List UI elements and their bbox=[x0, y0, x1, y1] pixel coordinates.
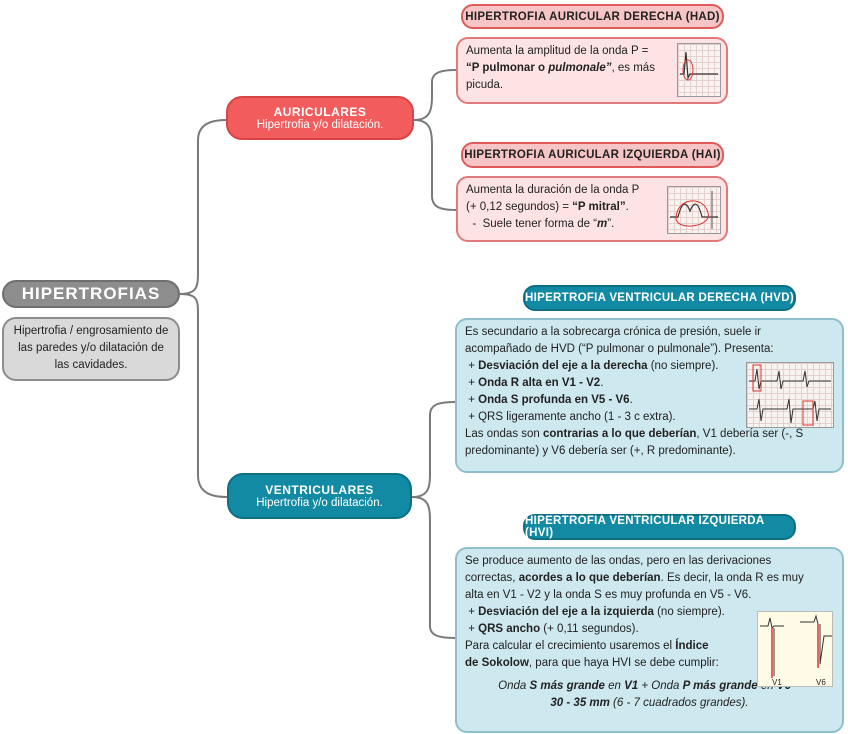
hai-content: Aumenta la duración de la onda P (+ 0,12… bbox=[456, 176, 728, 242]
branch-ventriculares[interactable]: VENTRICULARES Hipertrofia y/o dilatación… bbox=[227, 473, 412, 519]
branch-ventriculares-subtitle: Hipertrofia y/o dilatación. bbox=[256, 497, 383, 509]
hvi-item-2: + QRS ancho (+ 0,11 segundos). bbox=[468, 623, 639, 635]
had-line-3: picuda. bbox=[466, 79, 504, 91]
had-line-1: Aumenta la amplitud de la onda P = bbox=[466, 45, 649, 57]
had-header[interactable]: HIPERTROFIA AURICULAR DERECHA (HAD) bbox=[461, 4, 724, 29]
hvd-line-1: Es secundario a la sobrecarga crónica de… bbox=[465, 326, 761, 338]
hai-line-1: Aumenta la duración de la onda P bbox=[466, 184, 640, 196]
had-ecg-image bbox=[677, 43, 721, 97]
hvd-ecg-image bbox=[746, 362, 834, 428]
hai-ecg-image bbox=[667, 186, 721, 234]
hvd-line-4: predominante) y V6 debería ser (+, R pre… bbox=[465, 445, 736, 457]
branch-auriculares-subtitle: Hipertrofia y/o dilatación. bbox=[256, 119, 384, 131]
hvi-content: Se produce aumento de las ondas, pero en… bbox=[455, 547, 844, 733]
link-root-auriculares bbox=[179, 119, 227, 295]
hvd-item-3: + Onda S profunda en V5 - V6. bbox=[468, 394, 633, 406]
hvi-line-4: Para calcular el crecimiento usaremos el… bbox=[465, 640, 709, 652]
had-content: Aumenta la amplitud de la onda P = “P pu… bbox=[456, 37, 728, 104]
hvi-line-1: Se produce aumento de las ondas, pero en… bbox=[465, 555, 772, 567]
hvi-ecg-image: V1 V6 bbox=[757, 611, 833, 687]
had-line-2: “P pulmonar o pulmonale”, es más bbox=[466, 62, 655, 74]
root-node-title[interactable]: HIPERTROFIAS bbox=[2, 280, 180, 308]
hai-line-2: (+ 0,12 segundos) = “P mitral”. bbox=[466, 201, 629, 213]
hvd-item-4: + QRS ligeramente ancho (1 - 3 c extra). bbox=[468, 411, 676, 423]
hvi-line-3: alta en V1 - V2 y la onda S es muy profu… bbox=[465, 589, 752, 601]
hvd-content: Es secundario a la sobrecarga crónica de… bbox=[455, 318, 844, 473]
hai-line-3: - Suele tener forma de “m”. bbox=[466, 218, 615, 230]
branch-auriculares-title: AURICULARES bbox=[273, 105, 367, 119]
hvi-header[interactable]: HIPERTROFIA VENTRICULAR IZQUIERDA (HVI) bbox=[523, 514, 796, 540]
hvi-line-5: de Sokolow, para que haya HVI se debe cu… bbox=[465, 657, 719, 669]
link-ventriculares-hvi bbox=[411, 496, 456, 639]
link-auriculares-had bbox=[413, 69, 457, 121]
hvi-item-1: + Desviación del eje a la izquierda (no … bbox=[468, 606, 725, 618]
hvi-ecg-label-v6: V6 bbox=[816, 678, 826, 687]
hvd-item-2: + Onda R alta en V1 - V2. bbox=[468, 377, 604, 389]
hvi-line-2: correctas, acordes a lo que deberían. Es… bbox=[465, 572, 804, 584]
link-auriculares-hai bbox=[413, 119, 457, 211]
link-root-ventriculares bbox=[179, 293, 228, 498]
hai-header[interactable]: HIPERTROFIA AURICULAR IZQUIERDA (HAI) bbox=[461, 142, 724, 168]
branch-ventriculares-title: VENTRICULARES bbox=[265, 483, 374, 497]
hvd-header[interactable]: HIPERTROFIA VENTRICULAR DERECHA (HVD) bbox=[523, 285, 796, 311]
branch-auriculares[interactable]: AURICULARES Hipertrofia y/o dilatación. bbox=[226, 96, 414, 140]
hvd-item-1: + Desviación del eje a la derecha (no si… bbox=[468, 360, 719, 372]
hvd-line-2: acompañado de HVD (“P pulmonar o pulmona… bbox=[465, 343, 774, 355]
hvd-line-3: Las ondas son contrarias a lo que deberí… bbox=[465, 428, 804, 440]
link-ventriculares-hvd bbox=[411, 401, 456, 498]
hvi-ecg-label-v1: V1 bbox=[772, 678, 782, 687]
root-node-note: Hipertrofia / engrosamiento de las pared… bbox=[2, 317, 180, 381]
hvi-formula-2: 30 - 35 mm (6 - 7 cuadrados grandes). bbox=[550, 697, 749, 709]
